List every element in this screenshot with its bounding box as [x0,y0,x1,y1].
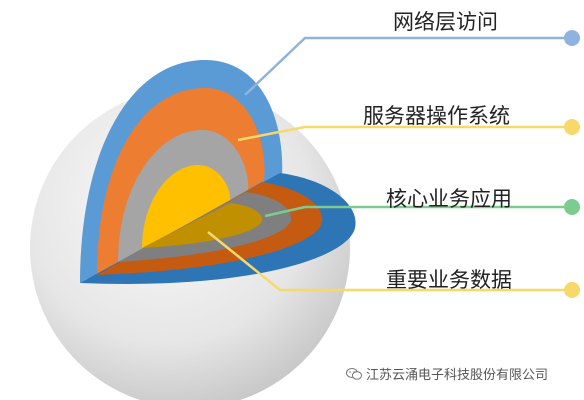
leader-line-os [237,125,572,142]
wechat-icon [346,367,362,380]
leader-dot-os [564,119,580,135]
label-network-access: 网络层访问 [393,10,498,34]
leader-dot-data [564,282,580,298]
watermark: 江苏云涌电子科技股份有限公司 [346,364,548,383]
watermark-text: 江苏云涌电子科技股份有限公司 [366,368,549,383]
leader-line-core [264,205,572,218]
leader-line-network [244,36,572,96]
label-core-business: 核心业务应用 [386,187,512,211]
label-business-data: 重要业务数据 [386,268,512,292]
label-server-os: 服务器操作系统 [363,104,510,128]
leader-line-data [207,231,572,292]
leader-dot-core [564,199,580,215]
layer-data-section [142,165,231,248]
layer-data-plane [142,203,263,248]
leader-dot-network [564,30,580,46]
